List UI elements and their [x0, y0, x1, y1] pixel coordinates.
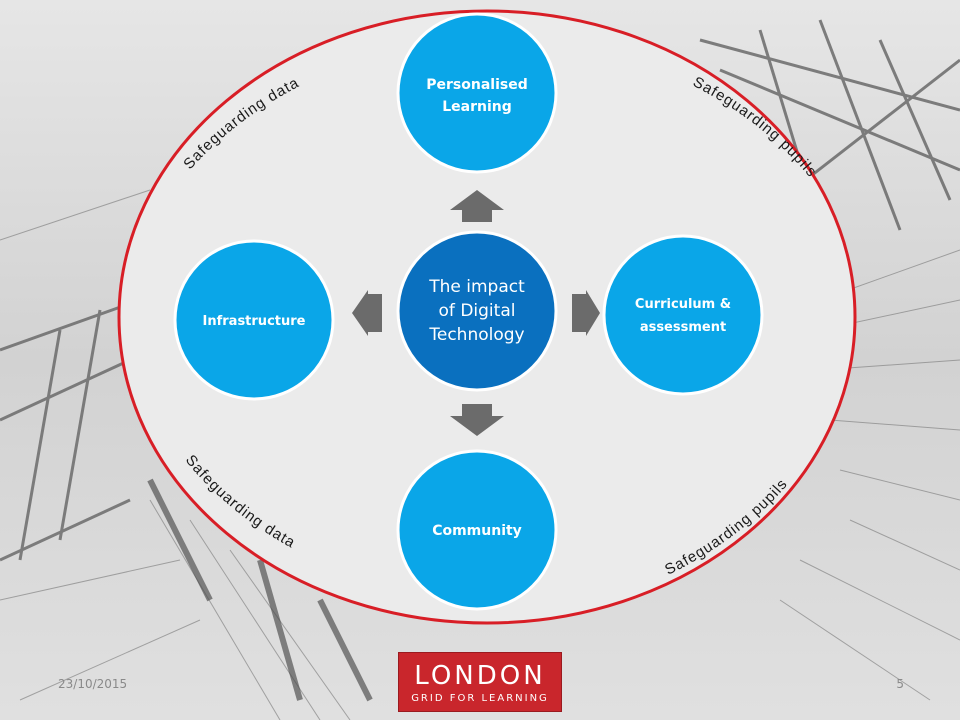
logo-main-text: LONDON: [414, 661, 546, 691]
node-infrastructure: Infrastructure: [173, 239, 335, 401]
footer-date: 23/10/2015: [58, 677, 128, 691]
node-personalised-learning-line-2: Learning: [442, 99, 512, 115]
arrow-left-icon: [352, 290, 382, 336]
node-personalised-learning: Personalised Learning: [396, 12, 558, 174]
center-line-2: of Digital: [439, 301, 516, 321]
arrow-right-icon: [572, 290, 600, 336]
node-infrastructure-label: Infrastructure: [203, 314, 306, 329]
node-curriculum-assessment: Curriculum & assessment: [602, 234, 764, 396]
node-center-impact: The impact of Digital Technology: [396, 230, 558, 392]
london-grid-for-learning-logo: LONDON GRID FOR LEARNING: [398, 652, 562, 712]
node-personalised-learning-line-1: Personalised: [426, 77, 527, 93]
node-community: Community: [396, 449, 558, 611]
arrow-down-icon: [450, 404, 504, 436]
node-curriculum-line-1: Curriculum &: [635, 297, 731, 312]
logo-sub-text: GRID FOR LEARNING: [411, 693, 549, 704]
center-line-3: Technology: [428, 325, 524, 345]
node-curriculum-line-2: assessment: [640, 320, 726, 335]
node-community-label: Community: [432, 523, 522, 539]
arrow-up-icon: [450, 190, 504, 222]
page-number: 5: [896, 677, 904, 691]
center-line-1: The impact: [428, 277, 525, 297]
